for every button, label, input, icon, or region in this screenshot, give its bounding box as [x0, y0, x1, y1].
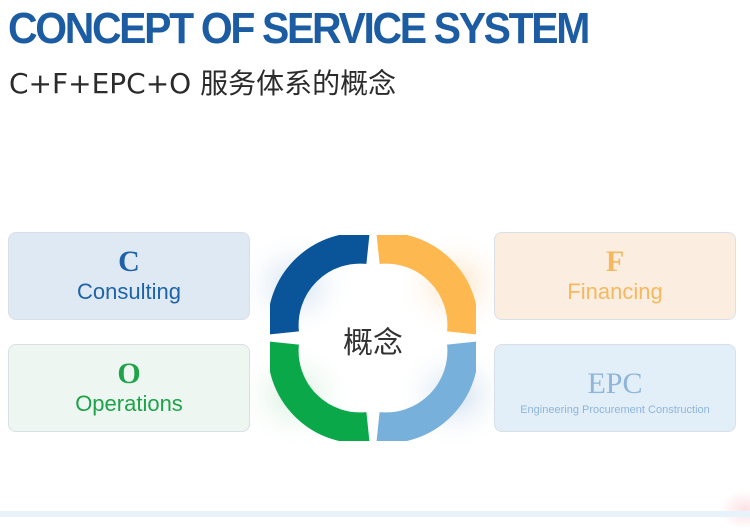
ring-segment-financing — [376, 235, 476, 335]
concept-ring — [270, 235, 476, 441]
epc-label: Engineering Procurement Construction — [520, 404, 710, 416]
epc-letter: EPC — [587, 367, 643, 400]
operations-card: O Operations — [8, 344, 250, 432]
bottom-bar — [0, 511, 750, 517]
operations-letter: O — [117, 357, 141, 390]
financing-label: Financing — [567, 279, 663, 304]
consulting-label: Consulting — [77, 279, 181, 304]
consulting-letter: C — [118, 245, 140, 278]
operations-label: Operations — [75, 391, 183, 416]
financing-card: F Financing — [494, 232, 736, 320]
epc-card: EPC Engineering Procurement Construction — [494, 344, 736, 432]
consulting-card: C Consulting — [8, 232, 250, 320]
page-title: CONCEPT OF SERVICE SYSTEM — [8, 4, 590, 53]
ring-segment-operations — [270, 341, 370, 441]
ring-segment-epc — [376, 341, 476, 441]
center-label: 概念 — [343, 326, 403, 361]
financing-letter: F — [605, 245, 625, 278]
page-subtitle: C+F+EPC+O 服务体系的概念 — [9, 67, 397, 100]
ring-segment-consulting — [270, 235, 370, 335]
decorative-blob — [720, 490, 750, 530]
